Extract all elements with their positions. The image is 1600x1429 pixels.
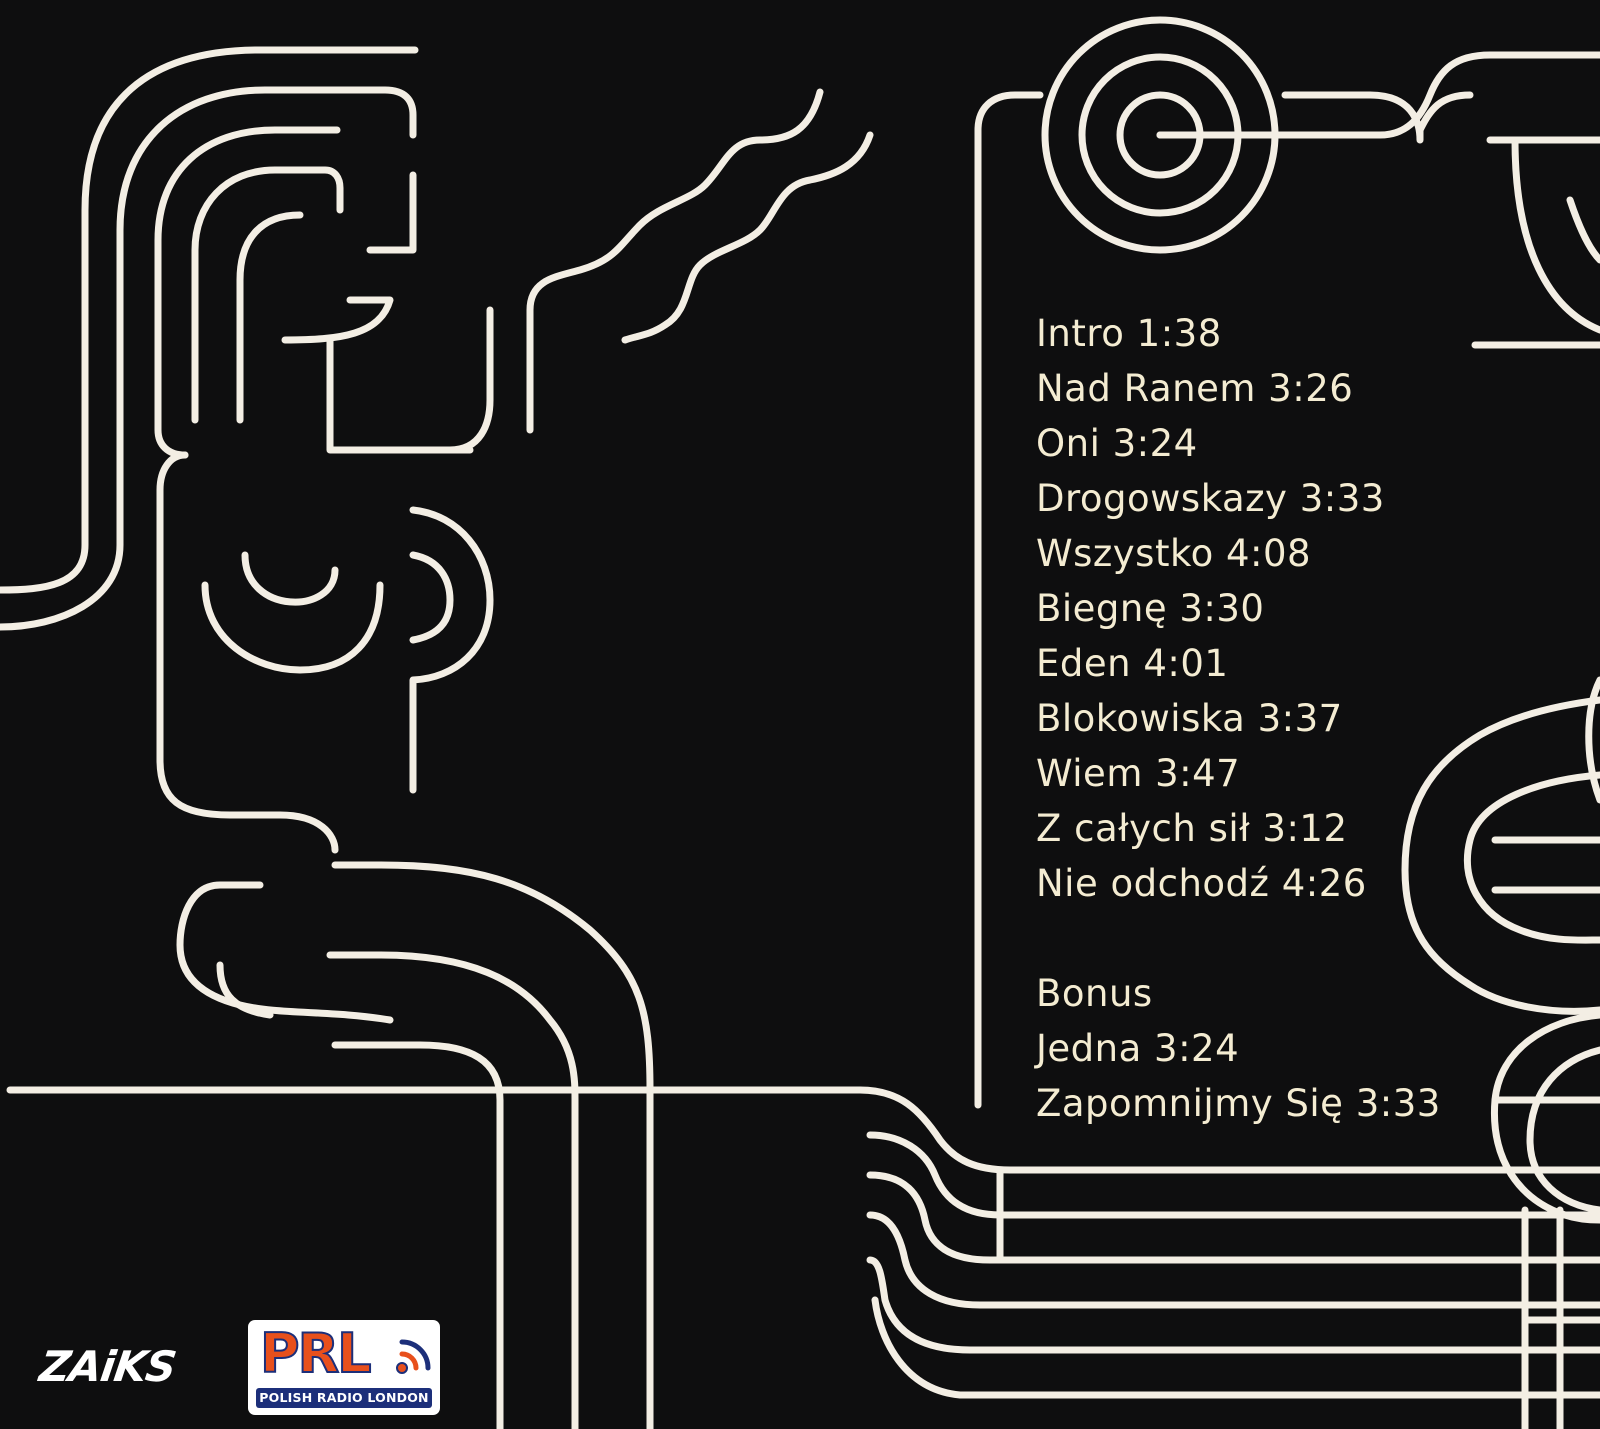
track-11: Nie odchodź 4:26 — [1036, 862, 1367, 905]
radio-waves-icon — [396, 1339, 431, 1374]
bottom-flowing-lines — [866, 1131, 1600, 1399]
track-2: Nad Ranem 3:26 — [1036, 367, 1354, 410]
bonus-track-2: Zapomnijmy Się 3:33 — [1036, 1082, 1441, 1125]
track-10: Z całych sił 3:12 — [1036, 807, 1348, 850]
track-6: Biegnę 3:30 — [1036, 587, 1265, 630]
figure-wavy-strands — [446, 88, 874, 454]
track-5: Wszystko 4:08 — [1036, 532, 1312, 575]
bonus-track-1: Jedna 3:24 — [1036, 1027, 1240, 1070]
prl-strap: POLISH RADIO LONDON — [256, 1388, 432, 1408]
bonus-heading: Bonus — [1036, 972, 1153, 1015]
figure-torso — [176, 506, 654, 1429]
prl-letters: PRL — [259, 1322, 373, 1385]
track-9: Wiem 3:47 — [1036, 752, 1241, 795]
track-1: Intro 1:38 — [1036, 312, 1222, 355]
track-8: Blokowiska 3:37 — [1036, 697, 1343, 740]
prl-logo: PRL POLISH RADIO LONDON — [248, 1320, 440, 1415]
track-7: Eden 4:01 — [1036, 642, 1229, 685]
tracklist: Intro 1:38 Nad Ranem 3:26 Oni 3:24 Drogo… — [1036, 306, 1441, 1131]
track-3: Oni 3:24 — [1036, 422, 1198, 465]
track-4: Drogowskazy 3:33 — [1036, 477, 1385, 520]
tracklist-frame — [974, 16, 1600, 1109]
base-line-right — [856, 1086, 1600, 1174]
zaiks-logo: ZAiKS — [36, 1342, 179, 1391]
figure-hair-lines — [0, 46, 474, 854]
